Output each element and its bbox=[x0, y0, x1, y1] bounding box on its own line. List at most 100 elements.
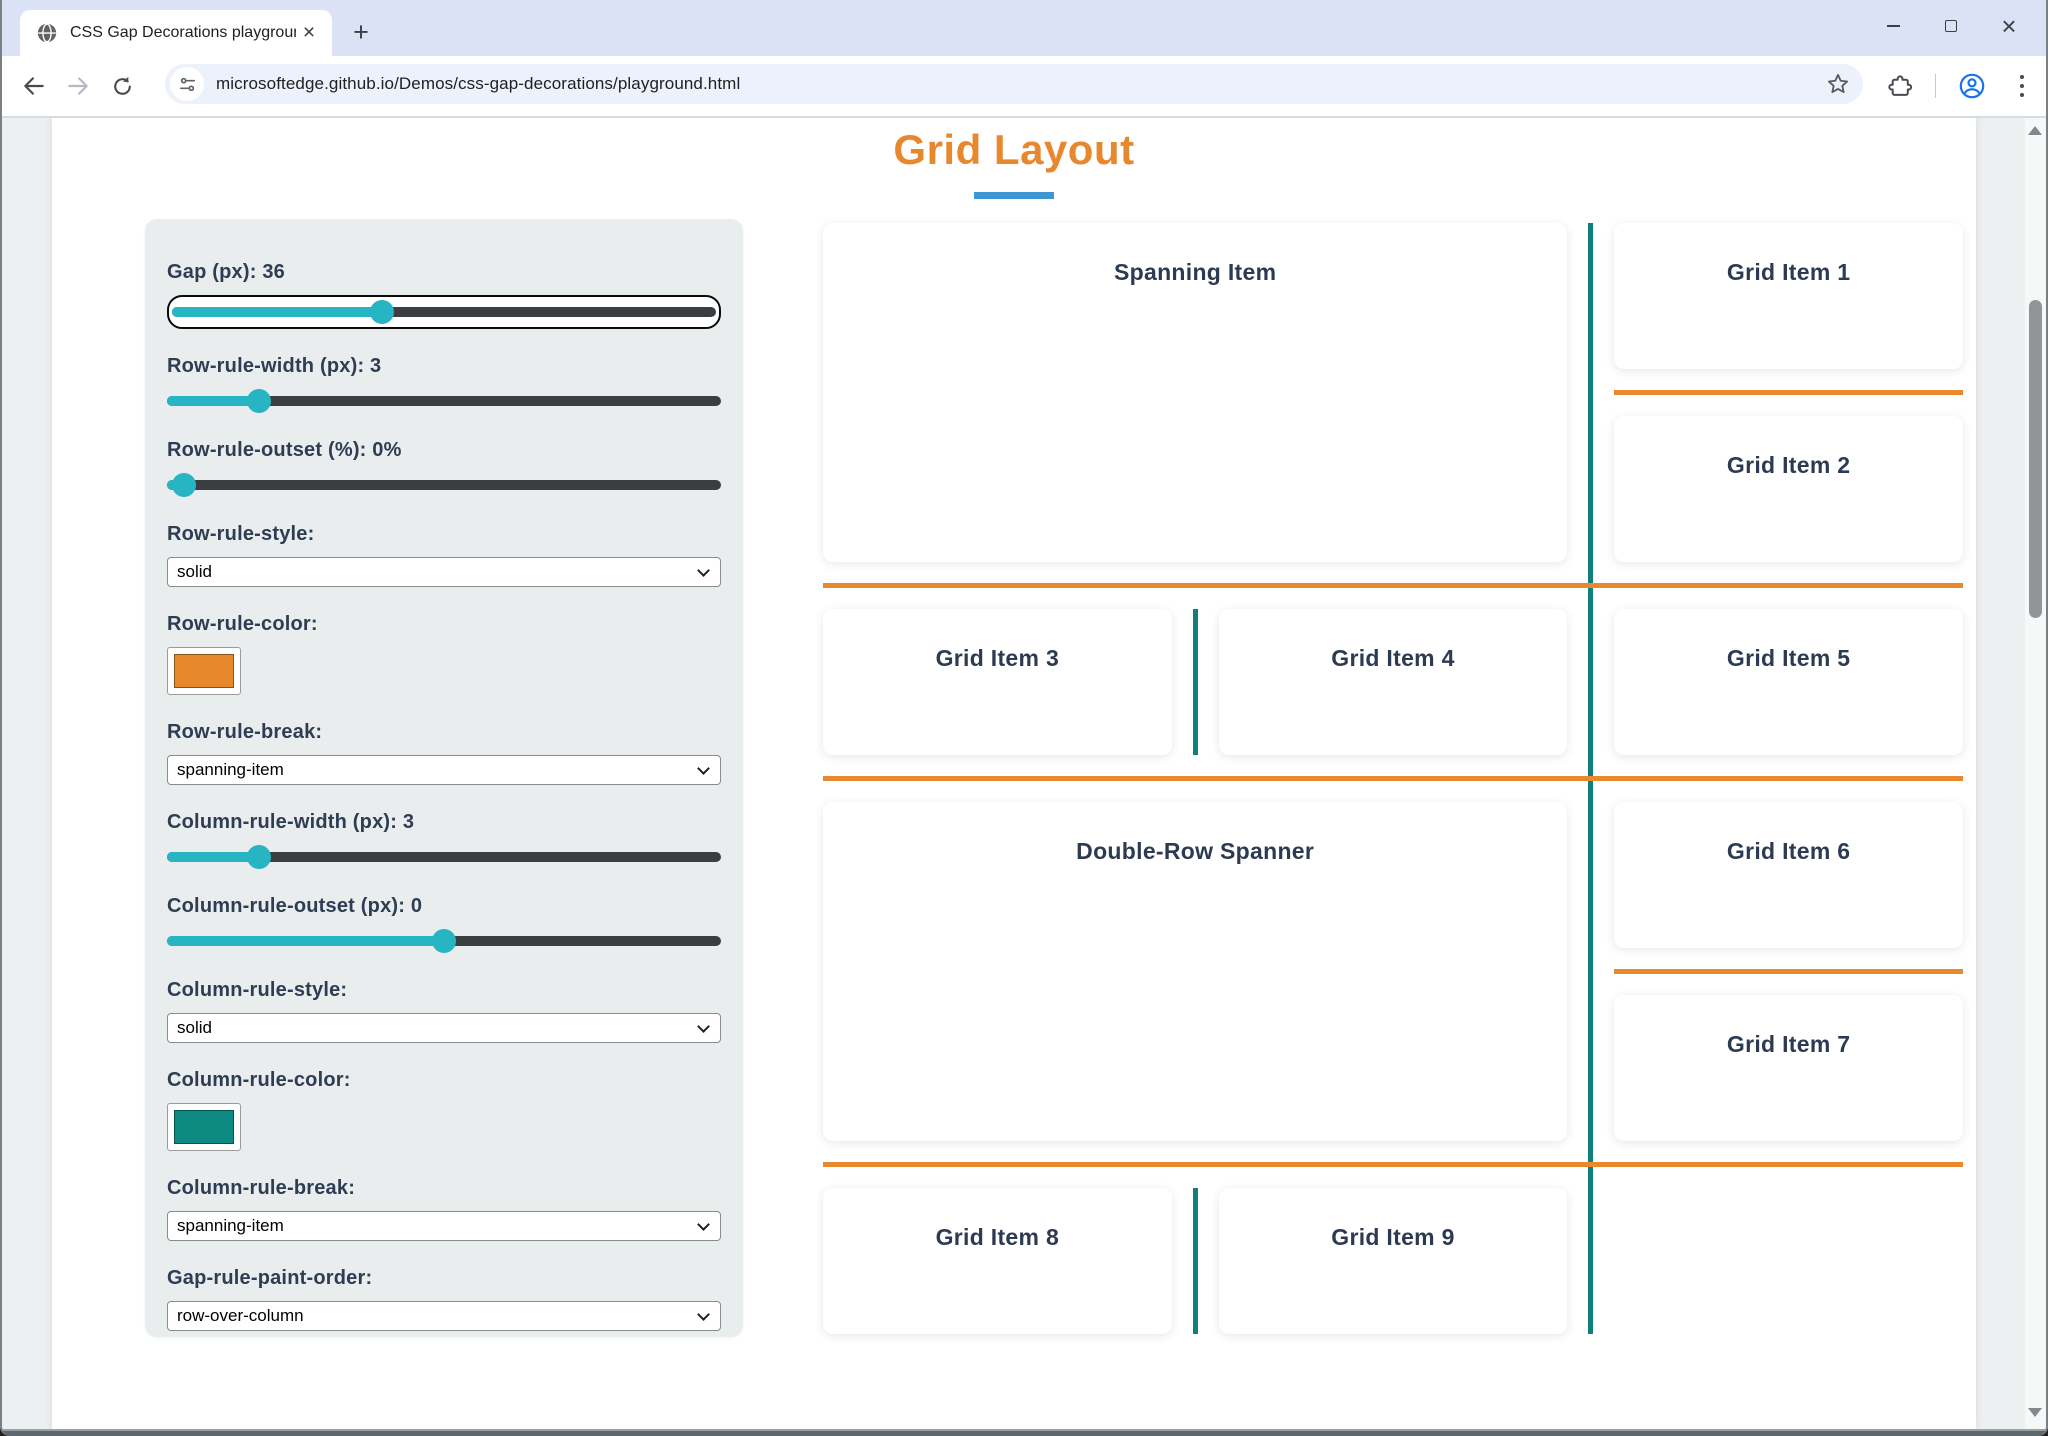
globe-favicon-icon bbox=[36, 22, 58, 44]
color-swatch-fill bbox=[174, 654, 234, 688]
url-text: microsoftedge.github.io/Demos/css-gap-de… bbox=[216, 74, 741, 93]
row-gap-rule bbox=[823, 776, 1963, 781]
minimize-button[interactable] bbox=[1864, 4, 1922, 48]
control-group: Column-rule-style: solid bbox=[167, 977, 721, 1043]
scrollbar-down-button[interactable] bbox=[2028, 1408, 2042, 1417]
double-row-spanner-card: Double-Row Spanner bbox=[823, 802, 1568, 1141]
slider-thumb[interactable] bbox=[246, 845, 271, 869]
grid-item-3-card: Grid Item 3 bbox=[823, 609, 1172, 755]
chevron-down-icon bbox=[697, 1308, 710, 1321]
scrollbar-thumb[interactable] bbox=[2029, 300, 2042, 618]
browser-toolbar: microsoftedge.github.io/Demos/css-gap-de… bbox=[0, 56, 2048, 116]
title-underline bbox=[974, 192, 1054, 199]
slider-thumb[interactable] bbox=[369, 300, 394, 324]
gap-rule-paint-order-label: Gap-rule-paint-order: bbox=[167, 1267, 373, 1289]
column-rule-color-swatch[interactable] bbox=[167, 1103, 241, 1151]
reload-button[interactable] bbox=[100, 64, 144, 108]
slider-fill bbox=[167, 396, 259, 406]
window-bottom-edge bbox=[0, 1429, 2048, 1436]
column-rule-width-px-3-label: Column-rule-width (px): 3 bbox=[167, 811, 415, 833]
row-rule-width-px-3-slider[interactable] bbox=[167, 389, 721, 413]
scrollbar-up-button[interactable] bbox=[2028, 126, 2042, 135]
site-info-tune-icon[interactable] bbox=[170, 67, 204, 101]
window-close-button[interactable]: × bbox=[2001, 10, 2017, 41]
select-value: row-over-column bbox=[177, 1306, 304, 1325]
row-gap-rule bbox=[823, 1162, 1963, 1167]
column-rule-outset-px-0-slider[interactable] bbox=[167, 929, 721, 953]
grid-item-7-card: Grid Item 7 bbox=[1614, 995, 1963, 1141]
select-value: solid bbox=[177, 562, 212, 581]
row-rule-outset-0-label: Row-rule-outset (%): 0% bbox=[167, 439, 402, 461]
column-rule-style-label: Column-rule-style: bbox=[167, 979, 348, 1001]
maximize-button[interactable] bbox=[1922, 4, 1980, 48]
control-group: Gap (px): 36 bbox=[167, 259, 721, 329]
tab-close-button[interactable]: × bbox=[302, 21, 316, 44]
toolbar-separator bbox=[1935, 74, 1936, 98]
chevron-down-icon bbox=[697, 1218, 710, 1231]
slider-track[interactable] bbox=[172, 307, 716, 317]
color-swatch-fill bbox=[174, 1110, 234, 1144]
chevron-down-icon bbox=[697, 1020, 710, 1033]
bookmark-star-icon[interactable] bbox=[1825, 71, 1851, 97]
slider-fill bbox=[167, 936, 444, 946]
chrome-bottom-border bbox=[0, 116, 2048, 118]
column-rule-break-label: Column-rule-break: bbox=[167, 1177, 356, 1199]
row-rule-break-select[interactable]: spanning-item bbox=[167, 755, 721, 785]
control-group: Row-rule-style: solid bbox=[167, 521, 721, 587]
grid-item-4-card: Grid Item 4 bbox=[1218, 609, 1568, 755]
row-gap-rule bbox=[1614, 390, 1963, 395]
select-value: spanning-item bbox=[177, 1216, 284, 1235]
slider-thumb[interactable] bbox=[172, 473, 197, 497]
column-rule-break-select[interactable]: spanning-item bbox=[167, 1211, 721, 1241]
control-group: Row-rule-color: bbox=[167, 611, 721, 695]
back-button[interactable] bbox=[12, 64, 56, 108]
tab-title: CSS Gap Decorations playgroun bbox=[70, 24, 296, 41]
chevron-down-icon bbox=[697, 564, 710, 577]
extensions-puzzle-icon[interactable] bbox=[1884, 70, 1916, 102]
select-value: solid bbox=[177, 1018, 212, 1037]
page-title: Grid Layout bbox=[893, 126, 1135, 173]
select-value: spanning-item bbox=[177, 760, 284, 779]
new-tab-button[interactable]: + bbox=[353, 16, 369, 47]
row-rule-color-swatch[interactable] bbox=[167, 647, 241, 695]
vertical-scrollbar[interactable] bbox=[2025, 118, 2046, 1429]
control-group: Row-rule-break:spanning-item bbox=[167, 719, 721, 785]
slider-track[interactable] bbox=[167, 480, 721, 490]
slider-track[interactable] bbox=[167, 852, 721, 862]
control-group: Column-rule-color: bbox=[167, 1067, 721, 1151]
slider-fill bbox=[172, 307, 382, 317]
browser-tab[interactable]: CSS Gap Decorations playgroun × bbox=[20, 10, 332, 56]
column-gap-rule bbox=[1193, 1188, 1198, 1334]
grid-item-5-card: Grid Item 5 bbox=[1614, 609, 1963, 755]
control-group: Column-rule-break: spanning-item bbox=[167, 1175, 721, 1241]
gap-px-36-slider[interactable] bbox=[172, 300, 716, 324]
control-group: Gap-rule-paint-order: row-over-column bbox=[167, 1265, 721, 1331]
column-rule-outset-px-0-label: Column-rule-outset (px): 0 bbox=[167, 895, 423, 917]
slider-fill bbox=[167, 852, 259, 862]
gap-px-36-label: Gap (px): 36 bbox=[167, 261, 285, 283]
control-group: Row-rule-outset (%): 0% bbox=[167, 437, 721, 497]
profile-avatar-icon[interactable] bbox=[1956, 70, 1988, 102]
row-rule-outset-0-slider[interactable] bbox=[167, 473, 721, 497]
omnibox[interactable]: microsoftedge.github.io/Demos/css-gap-de… bbox=[165, 64, 1863, 104]
gap-rule-paint-order-select[interactable]: row-over-column bbox=[167, 1301, 721, 1331]
tab-strip: CSS Gap Decorations playgroun × + × bbox=[0, 0, 2048, 56]
grid-item-6-card: Grid Item 6 bbox=[1614, 802, 1963, 948]
spanning-item-card: Spanning Item bbox=[823, 223, 1568, 562]
column-rule-width-px-3-slider[interactable] bbox=[167, 845, 721, 869]
slider-thumb[interactable] bbox=[432, 929, 456, 953]
menu-kebab-icon[interactable] bbox=[2006, 70, 2038, 102]
row-rule-style-label: Row-rule-style: bbox=[167, 523, 315, 545]
column-rule-style-select[interactable]: solid bbox=[167, 1013, 721, 1043]
column-rule-color-label: Column-rule-color: bbox=[167, 1069, 351, 1091]
chevron-down-icon bbox=[697, 762, 710, 775]
control-group: Column-rule-outset (px): 0 bbox=[167, 893, 721, 953]
row-rule-style-select[interactable]: solid bbox=[167, 557, 721, 587]
slider-thumb[interactable] bbox=[246, 389, 271, 413]
forward-button[interactable] bbox=[56, 64, 100, 108]
slider-track[interactable] bbox=[167, 396, 721, 406]
